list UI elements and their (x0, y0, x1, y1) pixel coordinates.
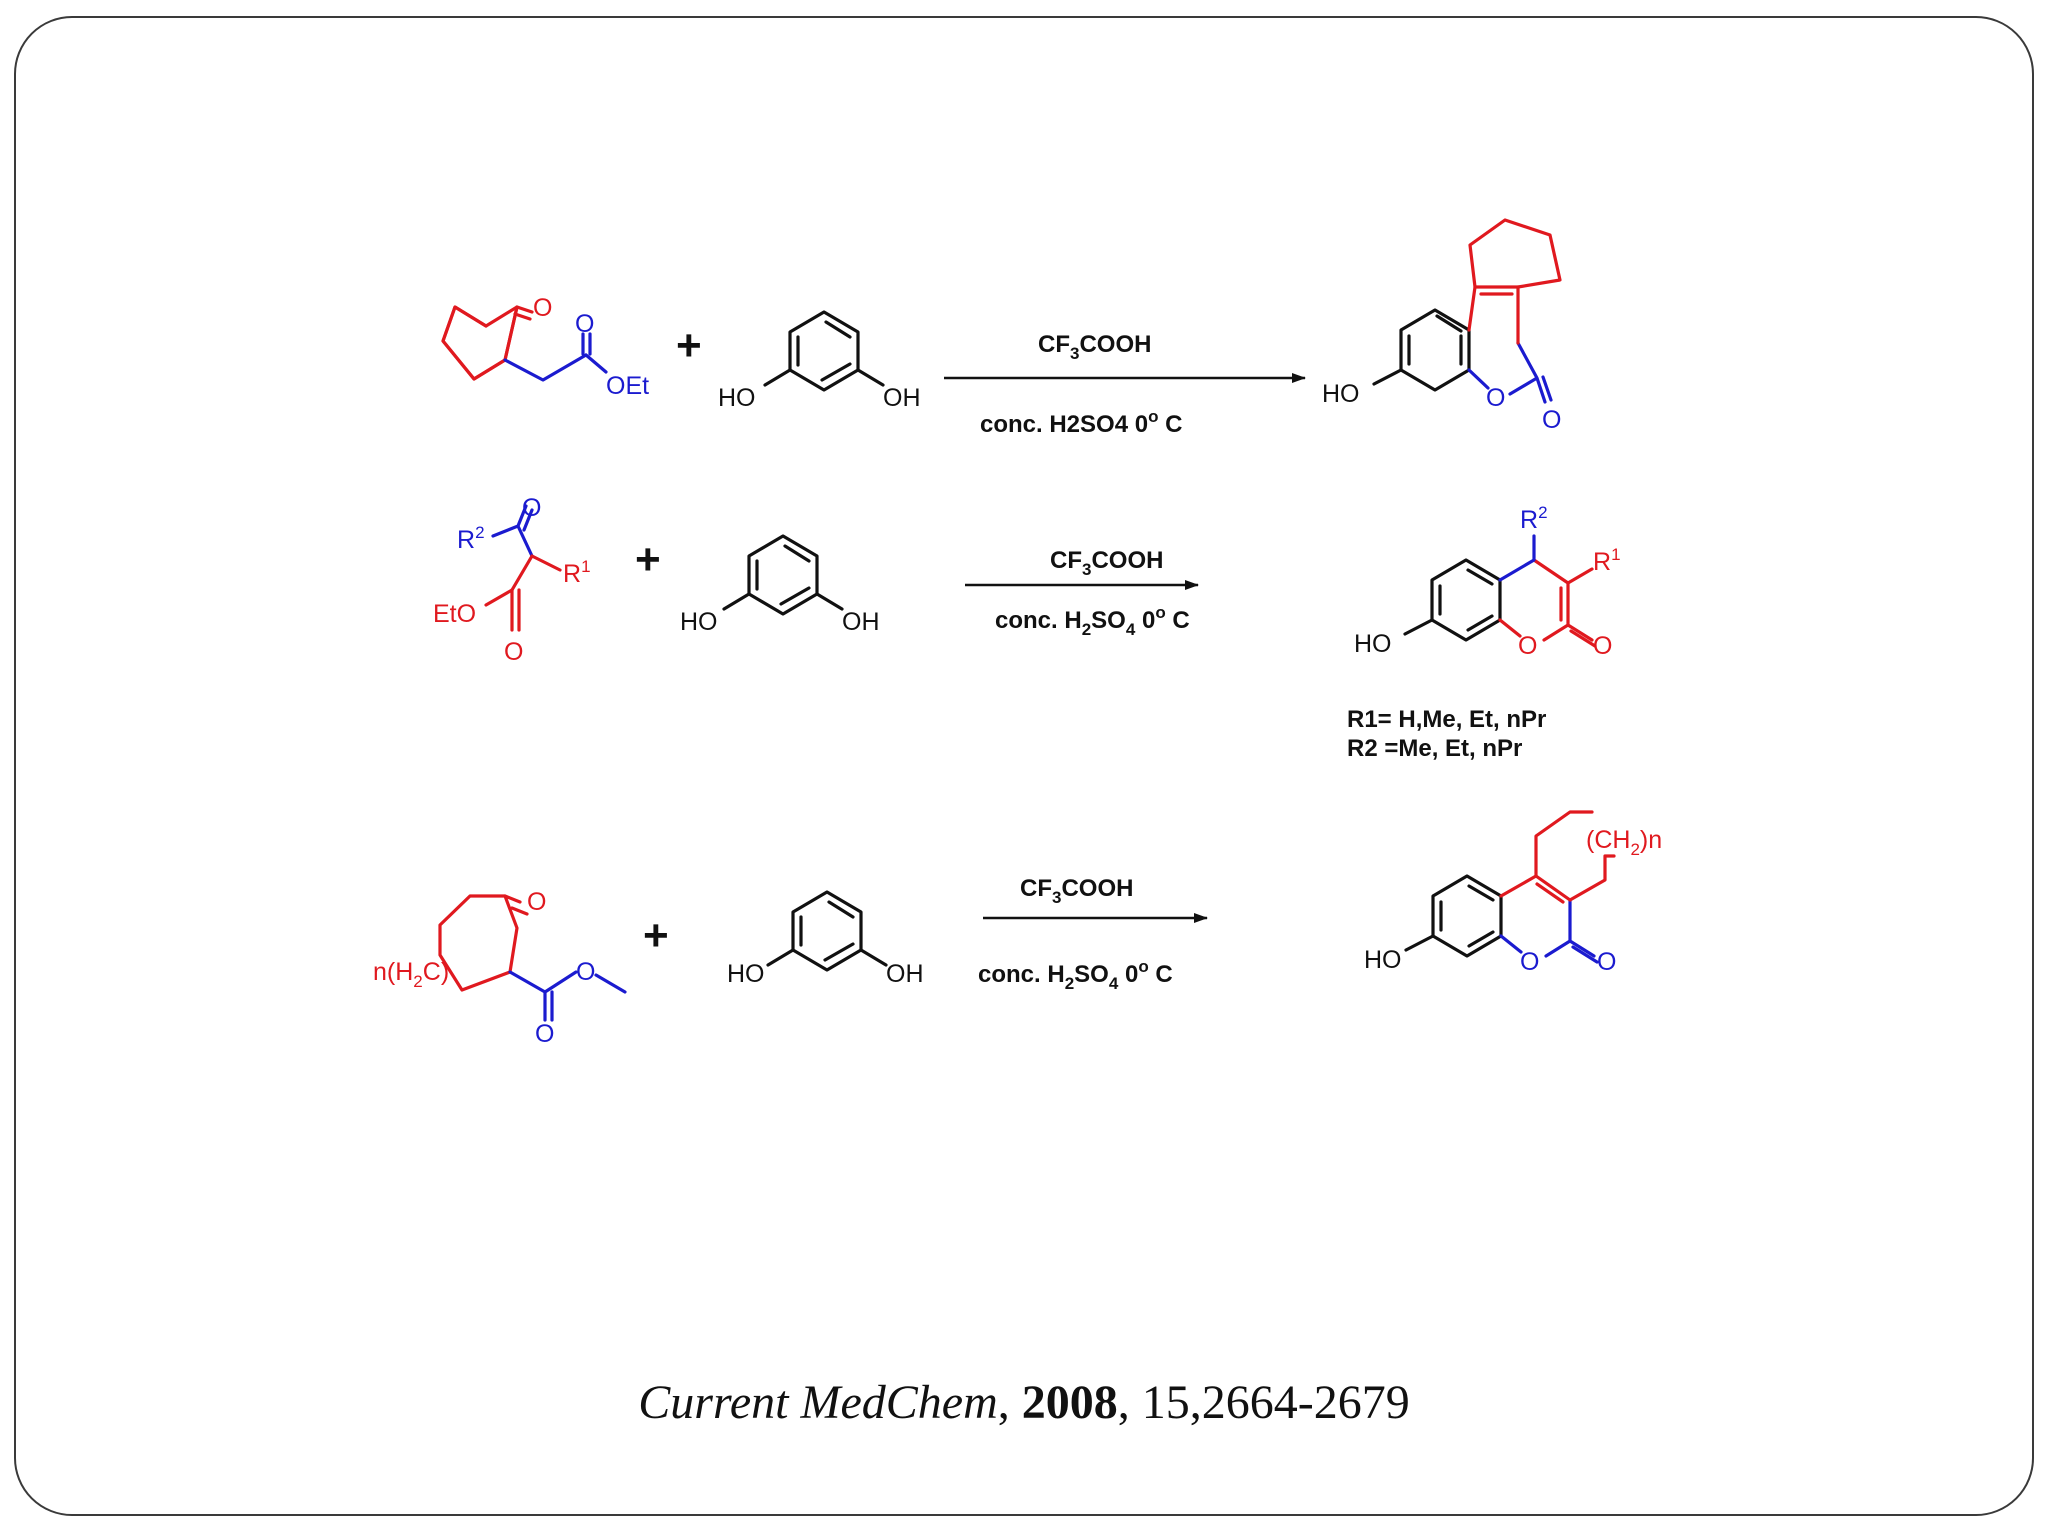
r2-values: R2 =Me, Et, nPr (1347, 735, 1522, 762)
atom-HO: HO (718, 384, 756, 412)
atom-O: O (576, 958, 595, 986)
atom-O: O (1518, 632, 1537, 660)
acid-label: conc. H2SO4 0o C (980, 407, 1182, 438)
row2-resorcinol: HO OH (680, 534, 880, 636)
atom-O: O (527, 888, 546, 916)
atom-HO: HO (1364, 946, 1402, 974)
atom-R: R1 (563, 557, 591, 588)
atom-O: O (1597, 948, 1616, 976)
atom-O: O (1486, 384, 1505, 412)
citation-year: 2008 (1021, 1376, 1118, 1429)
reagent-label: CF3COOH (1038, 331, 1151, 363)
atom-O: O (535, 1020, 554, 1048)
r1-values: R1= H,Me, Et, nPr (1347, 706, 1546, 733)
atom-OH: OH (886, 960, 924, 988)
atom-nH2C: n(H2C) (373, 958, 449, 991)
atom-CH2n: (CH2)n (1586, 826, 1662, 859)
atom-O: O (533, 294, 552, 322)
atom-OH: OH (842, 608, 880, 636)
atom-HO: HO (1354, 630, 1392, 658)
row1-resorcinol: HO OH (718, 310, 921, 412)
citation-journal: Current MedChem (638, 1376, 998, 1429)
row3-ketoester: O n(H2C) O O (373, 888, 627, 1048)
row2-ketoester: R2 O R1 EtO O (433, 494, 591, 666)
atom-O: O (1520, 948, 1539, 976)
atom-HO: HO (1322, 380, 1360, 408)
row1-ketoester: O O OEt (441, 294, 649, 400)
citation-pages: 15,2664-2679 (1141, 1376, 1410, 1429)
row1-conditions: CF3COOH conc. H2SO4 0o C (944, 331, 1306, 438)
citation: Current MedChem, 2008, 15,2664-2679 (0, 1375, 2048, 1430)
reagent-label: CF3COOH (1050, 547, 1163, 579)
row2-conditions: CF3COOH conc. H2SO4 0o C (965, 547, 1199, 639)
atom-HO: HO (727, 960, 765, 988)
atom-R: R2 (1520, 503, 1548, 534)
atom-OEt: OEt (606, 372, 649, 400)
citation-sep: , (1117, 1376, 1142, 1429)
plus-sign: + (676, 321, 702, 370)
row3-conditions: CF3COOH conc. H2SO4 0o C (978, 875, 1208, 993)
atom-O: O (522, 494, 541, 522)
acid-label: conc. H2SO4 0o C (978, 957, 1173, 993)
plus-sign: + (635, 535, 661, 584)
atom-OH: OH (883, 384, 921, 412)
row3-product: HO O O (CH2)n (1364, 810, 1662, 976)
atom-O: O (1593, 632, 1612, 660)
row3-resorcinol: HO OH (727, 890, 924, 988)
atom-R: R2 (457, 523, 485, 554)
citation-sep: , (997, 1376, 1022, 1429)
acid-label: conc. H2SO4 0o C (995, 603, 1190, 639)
atom-O: O (504, 638, 523, 666)
row1-product: HO O O (1322, 218, 1562, 434)
row2-coumarin: HO O O R1 R2 (1354, 503, 1621, 660)
atom-R: R1 (1593, 545, 1621, 576)
atom-O: O (1542, 406, 1561, 434)
atom-HO: HO (680, 608, 718, 636)
atom-O: O (575, 310, 594, 338)
reagent-label: CF3COOH (1020, 875, 1133, 907)
atom-EtO: EtO (433, 600, 476, 628)
plus-sign: + (643, 911, 669, 960)
slide-frame (14, 16, 2034, 1516)
